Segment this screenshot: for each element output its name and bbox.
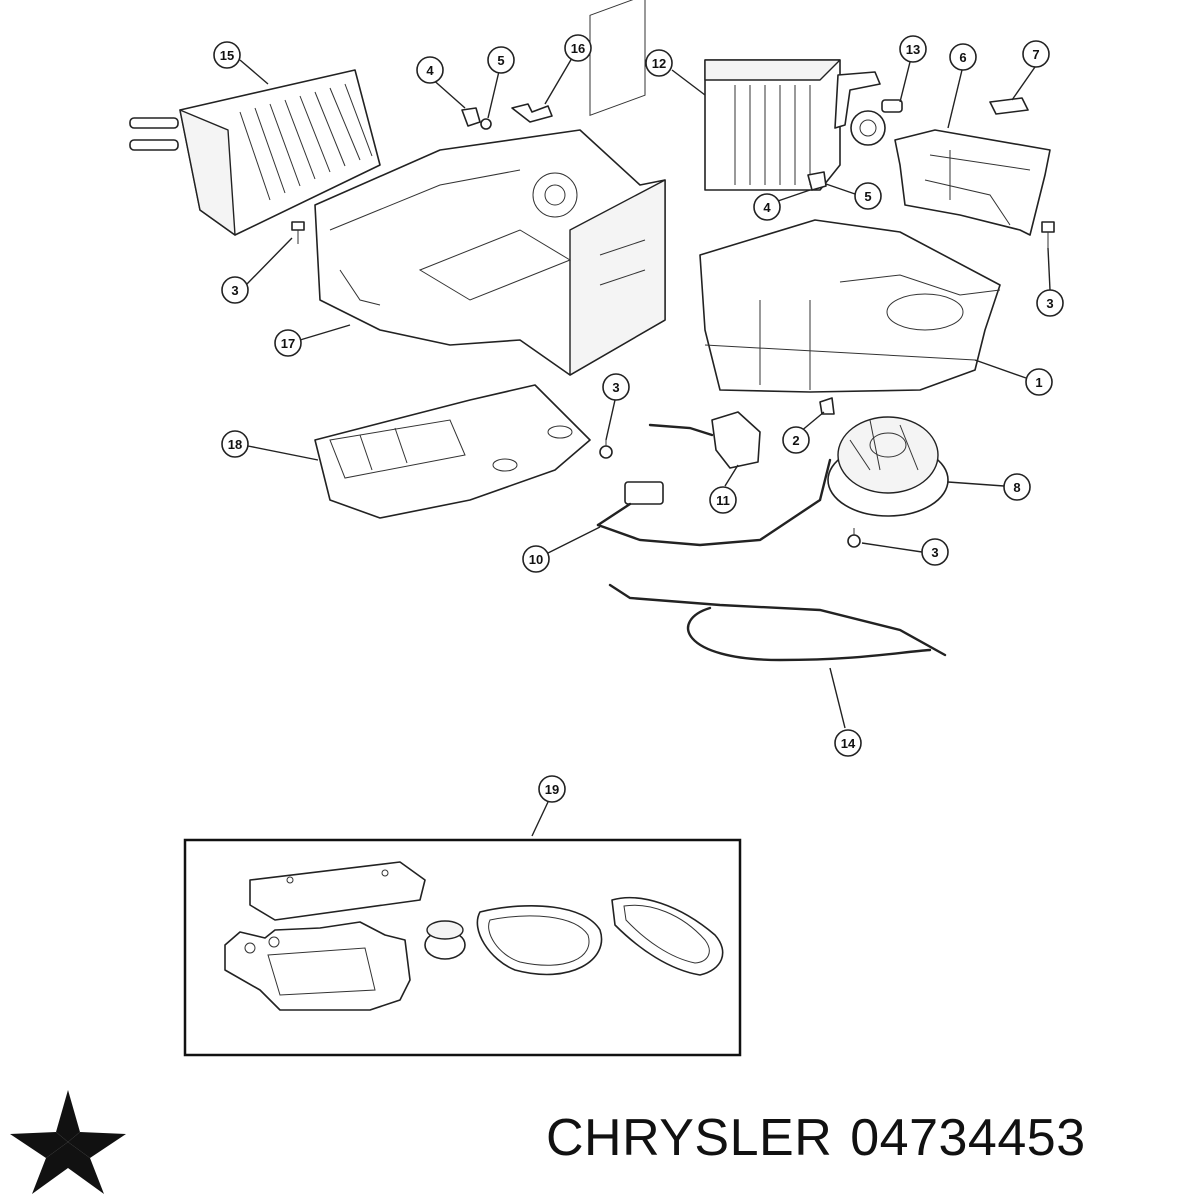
- svg-text:3: 3: [1046, 296, 1053, 311]
- evaporator-housing-part: [699, 219, 1001, 393]
- screw-part: [461, 107, 492, 130]
- blower-resistor-part: [648, 411, 761, 469]
- wire-harness-part: [596, 458, 832, 547]
- callout-10: 10: [522, 545, 550, 573]
- svg-text:14: 14: [841, 736, 856, 751]
- callout-18: 18: [221, 430, 249, 458]
- svg-text:3: 3: [231, 283, 238, 298]
- screw-part: [847, 528, 861, 548]
- svg-text:15: 15: [220, 48, 234, 63]
- screw-part: [1041, 221, 1055, 248]
- brand-name: CHRYSLER: [546, 1109, 833, 1167]
- callout-4: 4: [753, 193, 781, 221]
- foam-pad-part: [249, 861, 426, 921]
- callout-3: 3: [602, 373, 630, 401]
- callout-5: 5: [487, 46, 515, 74]
- svg-text:11: 11: [716, 493, 730, 508]
- part-caption: CHRYSLER 04734453: [546, 1108, 1200, 1178]
- svg-text:5: 5: [497, 53, 504, 68]
- wire-clip-part: [819, 397, 835, 415]
- svg-text:6: 6: [959, 50, 966, 65]
- seal-frame-part: [611, 896, 724, 976]
- screw-part: [291, 221, 305, 244]
- callout-8: 8: [1003, 473, 1031, 501]
- air-duct-part: [314, 384, 591, 519]
- blower-motor-part: [827, 416, 949, 517]
- seal-kit-group: [183, 838, 742, 1057]
- svg-text:2: 2: [792, 433, 799, 448]
- gasket-part: [224, 921, 411, 1011]
- svg-text:7: 7: [1032, 47, 1039, 62]
- svg-text:4: 4: [426, 63, 434, 78]
- filter-housing-part: [894, 129, 1051, 236]
- foam-plug-part: [424, 920, 466, 960]
- svg-text:12: 12: [652, 56, 666, 71]
- control-cable-part: [608, 583, 947, 662]
- heater-core-part: [129, 69, 381, 236]
- seal-kit-box: [183, 838, 742, 1057]
- screw-part: [807, 171, 827, 191]
- callout-19: 19: [538, 775, 566, 803]
- callout-5: 5: [854, 182, 882, 210]
- svg-text:8: 8: [1013, 480, 1020, 495]
- callout-3: 3: [1036, 289, 1064, 317]
- svg-text:3: 3: [931, 545, 938, 560]
- callout-14: 14: [834, 729, 862, 757]
- svg-text:18: 18: [228, 437, 242, 452]
- svg-text:3: 3: [612, 380, 619, 395]
- callout-17: 17: [274, 329, 302, 357]
- svg-text:16: 16: [571, 41, 585, 56]
- svg-text:13: 13: [906, 42, 920, 57]
- part-number: 04734453: [850, 1109, 1086, 1167]
- callout-7: 7: [1022, 40, 1050, 68]
- callout-4: 4: [416, 56, 444, 84]
- svg-text:5: 5: [864, 189, 871, 204]
- seal-ring-part: [476, 904, 603, 976]
- callout-13: 13: [899, 35, 927, 63]
- leader-lines: [239, 57, 1051, 837]
- callout-3: 3: [921, 538, 949, 566]
- pentastar-shape: [10, 1090, 126, 1194]
- svg-text:19: 19: [545, 782, 559, 797]
- callout-3: 3: [221, 276, 249, 304]
- callout-11: 11: [709, 486, 737, 514]
- svg-text:10: 10: [529, 552, 543, 567]
- svg-text:17: 17: [281, 336, 295, 351]
- retainer-clip-part: [989, 97, 1029, 115]
- callout-2: 2: [782, 426, 810, 454]
- callout-15: 15: [213, 41, 241, 69]
- callout-6: 6: [949, 43, 977, 71]
- callout-16: 16: [564, 34, 592, 62]
- callout-1: 1: [1025, 368, 1053, 396]
- screw-part: [599, 440, 613, 459]
- pentastar-icon: [10, 1090, 126, 1194]
- svg-text:1: 1: [1035, 375, 1042, 390]
- heater-housing-part: [314, 0, 666, 376]
- callout-12: 12: [645, 49, 673, 77]
- clip-part: [511, 103, 553, 123]
- expansion-valve-part: [850, 99, 903, 146]
- evaporator-part: [704, 59, 881, 191]
- svg-text:4: 4: [763, 200, 771, 215]
